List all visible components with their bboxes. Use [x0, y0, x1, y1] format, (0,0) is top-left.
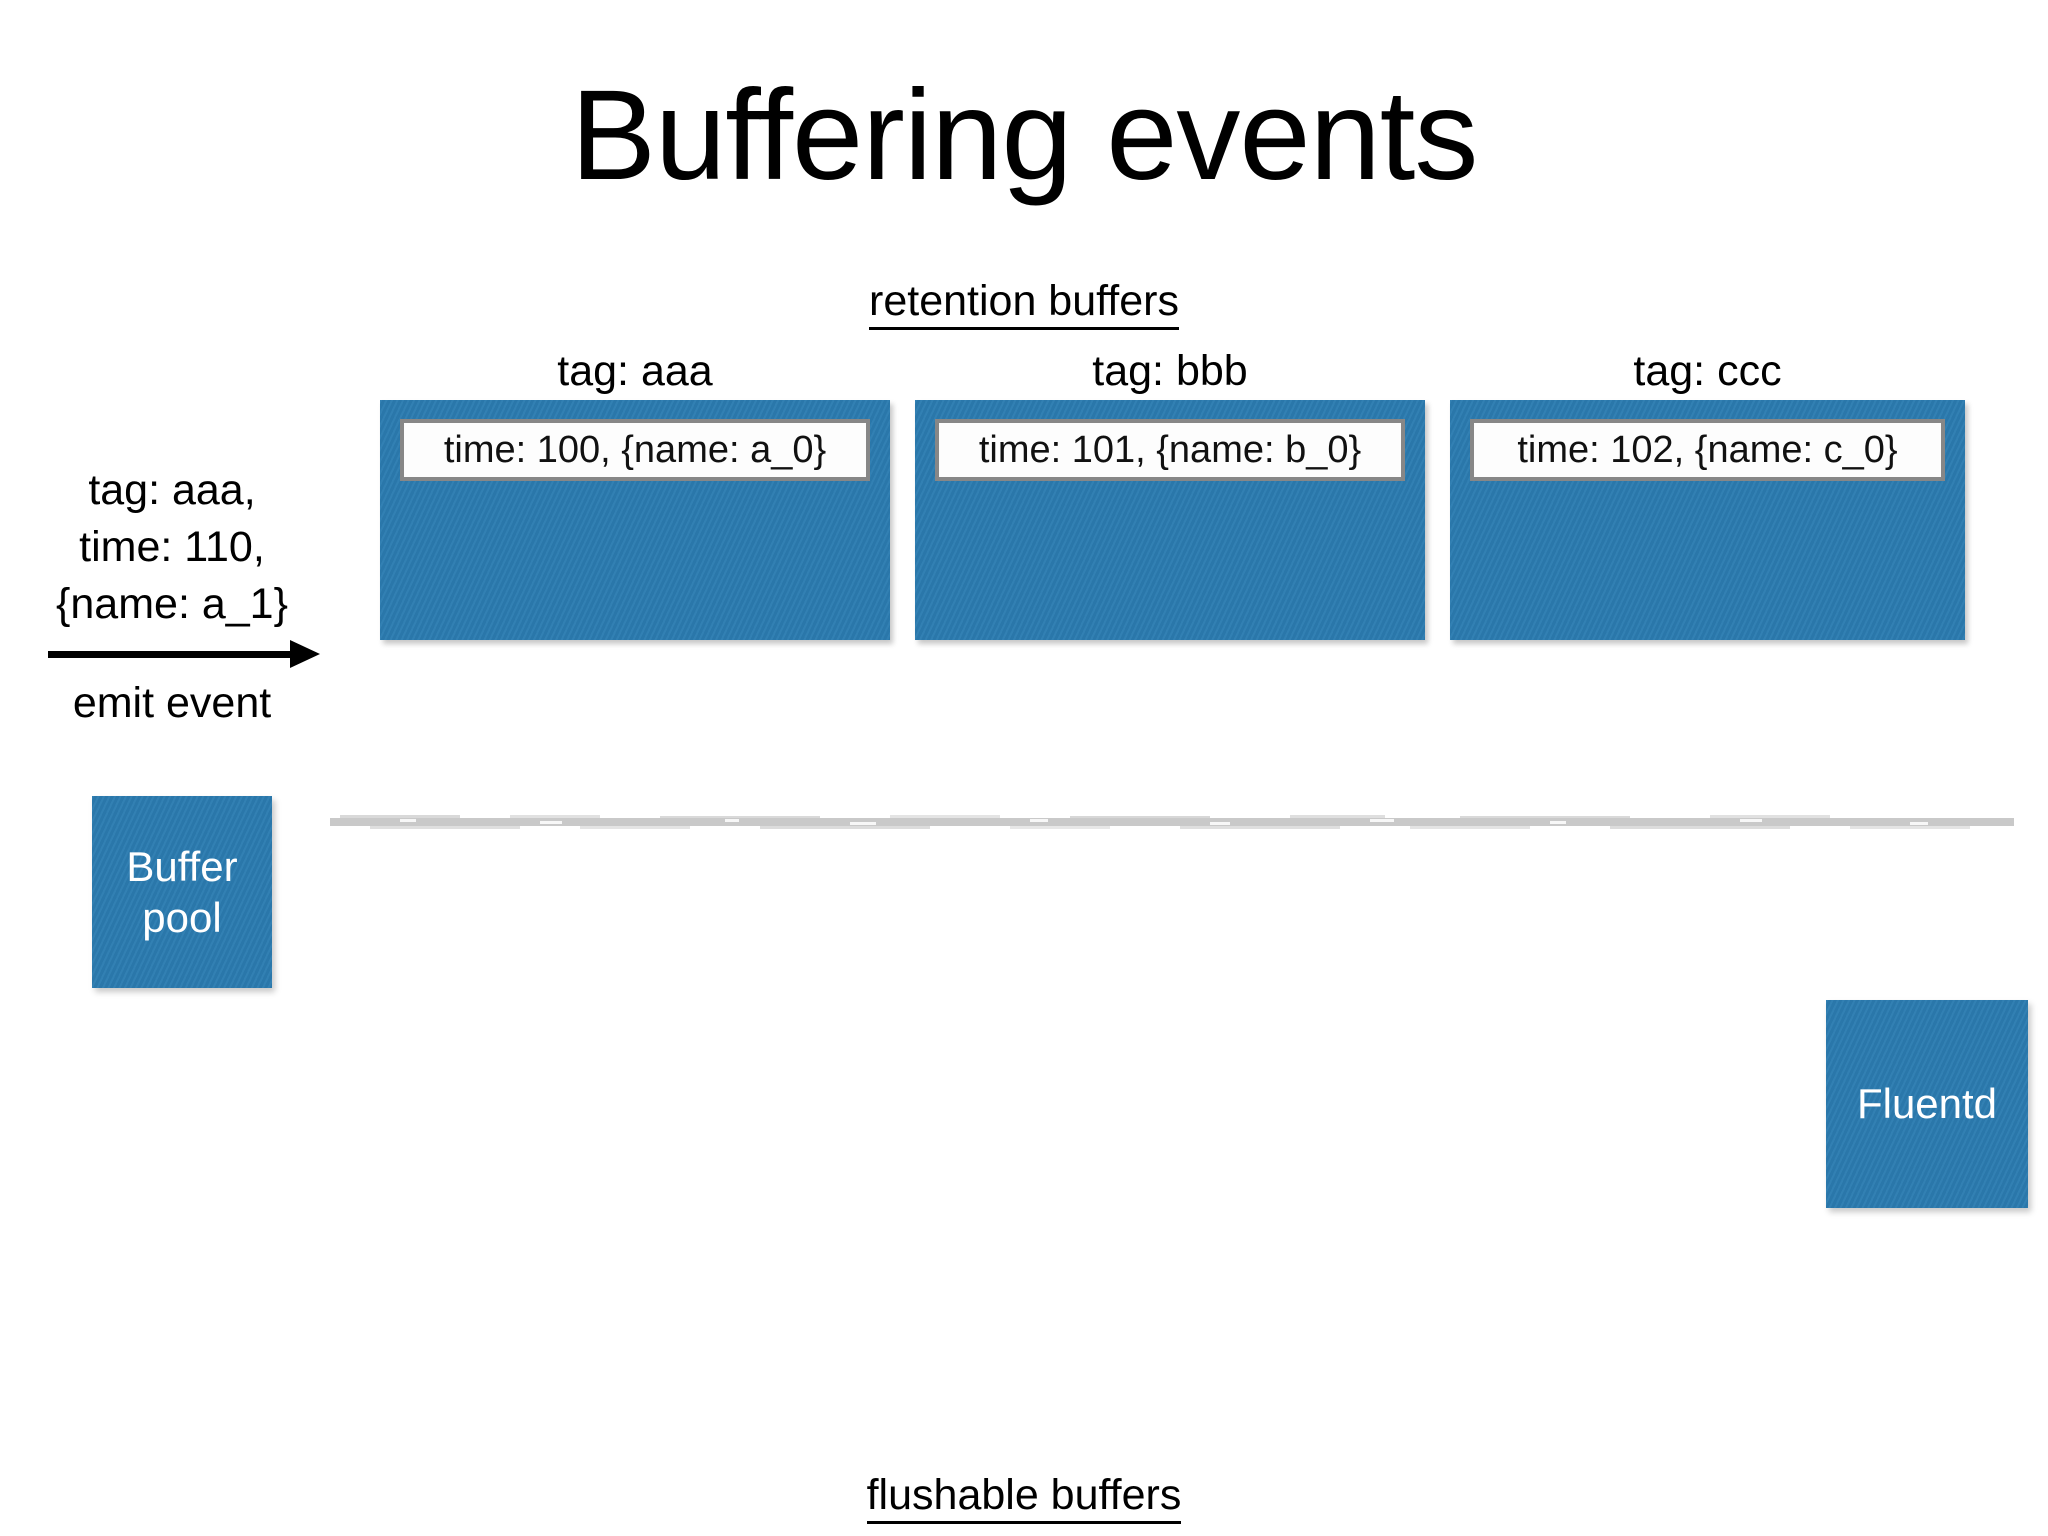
arrow-head	[290, 640, 320, 669]
pool-divider-line	[330, 815, 2014, 829]
flushable-buffers-caption-text: flushable buffers	[866, 1471, 1182, 1524]
event-chunk-b0: time: 101, {name: b_0}	[935, 419, 1405, 481]
event-chunk-b0-text: time: 101, {name: b_0}	[978, 429, 1362, 471]
retention-buffers-caption: retention buffers	[0, 277, 2048, 330]
tag-label-aaa: tag: aaa	[557, 347, 713, 395]
emit-event-tag-line: tag: aaa,	[88, 466, 256, 514]
event-chunk-a0-text: time: 100, {name: a_0}	[443, 429, 827, 471]
emit-event-time-line: time: 110,	[79, 522, 265, 571]
buffer-pool-label-line1: Buffer	[126, 842, 238, 890]
emit-event-arrow-icon	[22, 638, 322, 672]
retention-buffers-caption-text: retention buffers	[869, 277, 1179, 330]
flushable-buffers-caption: flushable buffers	[0, 1471, 2048, 1524]
event-chunk-c0-text: time: 102, {name: c_0}	[1517, 429, 1898, 471]
buffer-pool-label-line2: pool	[142, 894, 222, 941]
emit-event-record-line: {name: a_1}	[56, 579, 288, 628]
fluentd-label: Fluentd	[1856, 1080, 1998, 1128]
arrow-shaft	[48, 651, 296, 659]
emit-event-label: emit event	[72, 679, 272, 728]
tag-label-ccc: tag: ccc	[1633, 347, 1782, 395]
tag-label-bbb: tag: bbb	[1092, 347, 1248, 395]
event-chunk-c0: time: 102, {name: c_0}	[1470, 419, 1945, 481]
page-title: Buffering events	[570, 64, 1479, 207]
retention-buffer-aaa[interactable]: time: 100, {name: a_0}	[380, 400, 890, 640]
event-chunk-a0: time: 100, {name: a_0}	[400, 419, 870, 481]
fluentd-box[interactable]: Fluentd	[1826, 1000, 2028, 1208]
retention-buffer-bbb[interactable]: time: 101, {name: b_0}	[915, 400, 1425, 640]
retention-buffer-ccc[interactable]: time: 102, {name: c_0}	[1450, 400, 1965, 640]
emit-event-group: tag: aaa, time: 110, {name: a_1} emit ev…	[22, 462, 322, 730]
